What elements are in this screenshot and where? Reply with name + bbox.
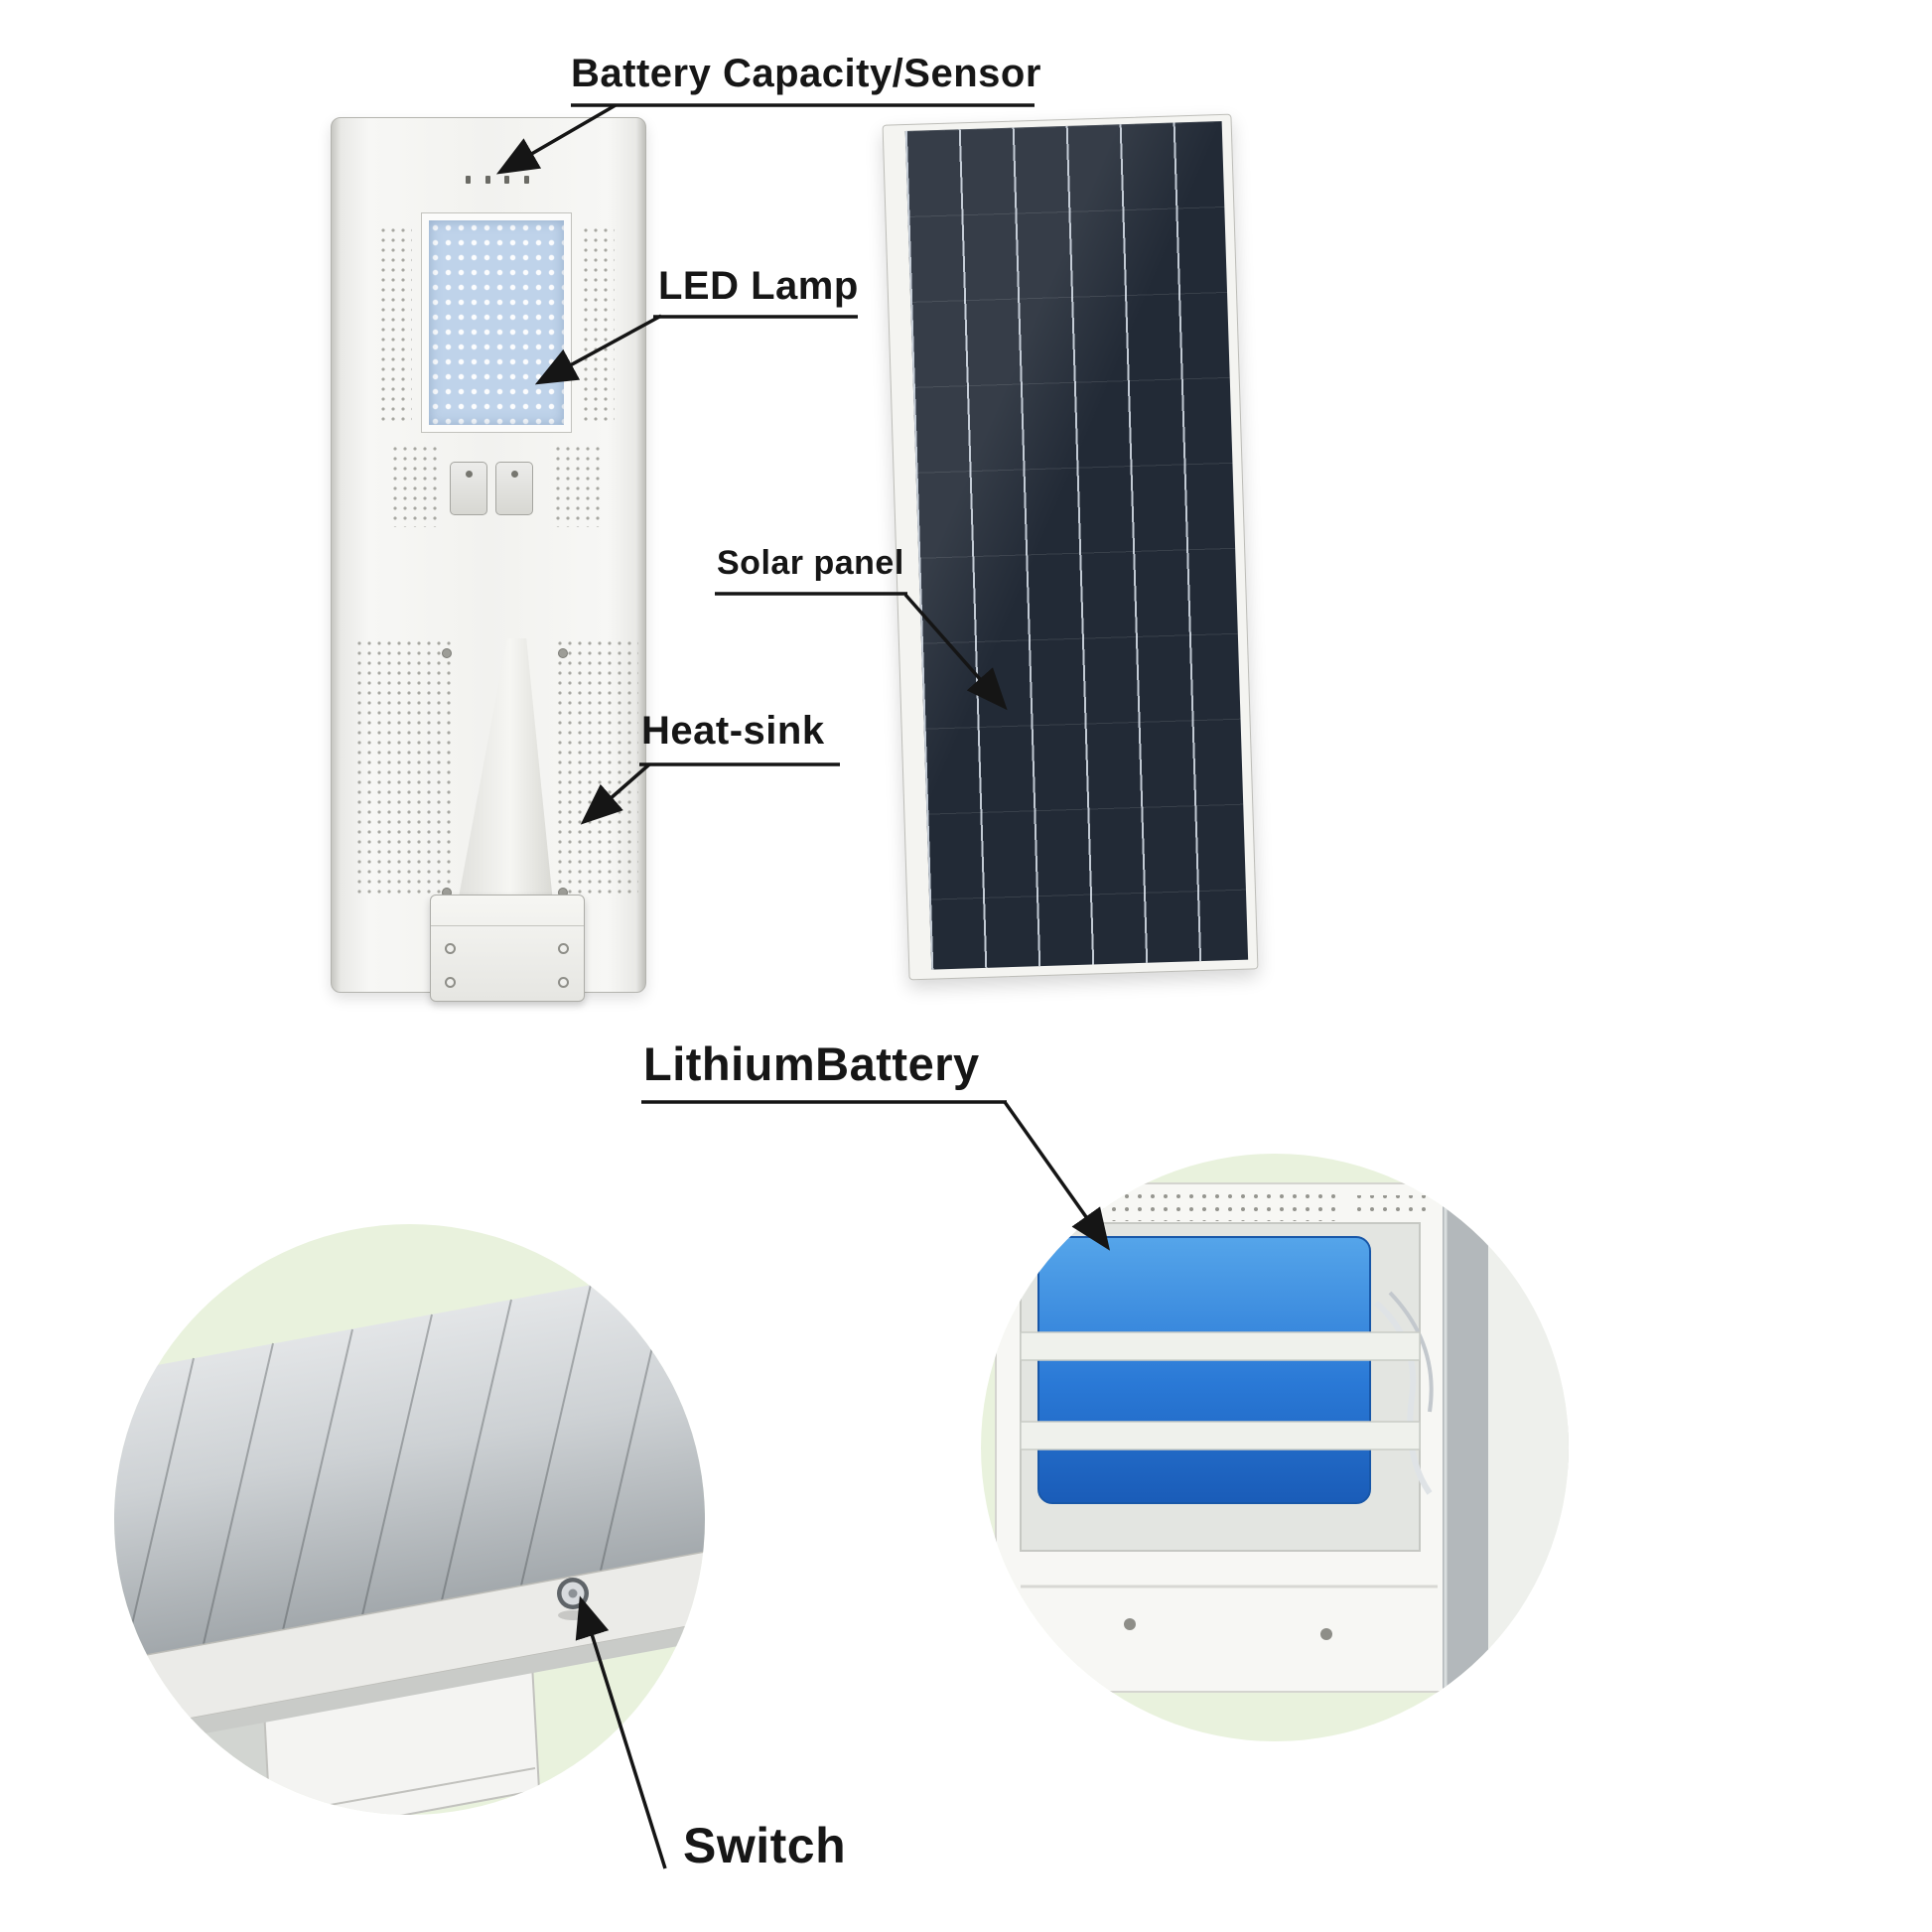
label-heat-sink: Heat-sink <box>641 709 825 753</box>
mount-clip <box>450 462 487 515</box>
vent-perforations <box>390 444 442 527</box>
switch-button <box>557 1578 589 1609</box>
mount-clip <box>495 462 533 515</box>
battery-detail-inset <box>981 1154 1569 1741</box>
switch-detail-inset <box>114 1224 705 1815</box>
screw <box>558 648 568 658</box>
indicator-dot <box>466 176 471 184</box>
bracket-fold-line <box>268 1767 536 1815</box>
pole-mount-post <box>458 638 553 902</box>
screw <box>1095 1200 1105 1210</box>
indicator-dot <box>523 176 529 184</box>
vent-perforations <box>378 225 412 424</box>
bolt-hole <box>558 977 569 988</box>
lithium-battery-pack <box>1037 1236 1371 1504</box>
solar-cells <box>904 120 1249 970</box>
screw <box>1124 1618 1136 1630</box>
switch-shadow <box>558 1610 588 1620</box>
wire <box>1373 1300 1433 1495</box>
housing-perforations <box>1356 1195 1426 1219</box>
bolt-hole <box>558 943 569 954</box>
panel-front-frame <box>114 1551 705 1733</box>
label-battery-capacity-sensor: Battery Capacity/Sensor <box>571 52 1041 95</box>
housing-outer-edge <box>1488 1183 1569 1692</box>
screw <box>510 471 518 478</box>
panel-frame-underside <box>114 1623 705 1750</box>
led-lamp-window <box>421 212 572 433</box>
switch-detail-art <box>114 1264 705 1815</box>
battery-detail-art <box>995 1182 1569 1693</box>
heat-sink-perforations <box>354 638 454 898</box>
wire <box>1388 1291 1434 1413</box>
housing-side-rail <box>1443 1183 1488 1692</box>
screw <box>465 471 473 478</box>
label-solar-panel: Solar panel <box>717 544 904 582</box>
bolt-hole <box>445 943 456 954</box>
battery-indicator-lights <box>466 176 529 184</box>
indicator-dot <box>504 176 510 184</box>
street-light-front-view <box>331 117 646 1002</box>
battery-strap <box>1020 1331 1421 1361</box>
solar-panel-back-view <box>882 113 1259 981</box>
heat-sink-perforations <box>555 638 638 898</box>
screw <box>1320 1628 1332 1640</box>
vent-perforations <box>581 225 615 424</box>
vent-perforations <box>553 444 605 527</box>
label-switch: Switch <box>683 1818 847 1873</box>
battery-strap <box>1020 1421 1421 1450</box>
screw <box>442 648 452 658</box>
bolt-hole <box>445 977 456 988</box>
label-lithium-battery: LithiumBattery <box>643 1037 980 1090</box>
indicator-dot <box>484 176 490 184</box>
pole-mount-plate <box>430 895 585 1002</box>
housing-perforations <box>1110 1191 1338 1221</box>
label-led-lamp: LED Lamp <box>658 264 859 308</box>
panel-seam-lines <box>123 1269 671 1660</box>
panel-top-surface <box>114 1264 705 1661</box>
